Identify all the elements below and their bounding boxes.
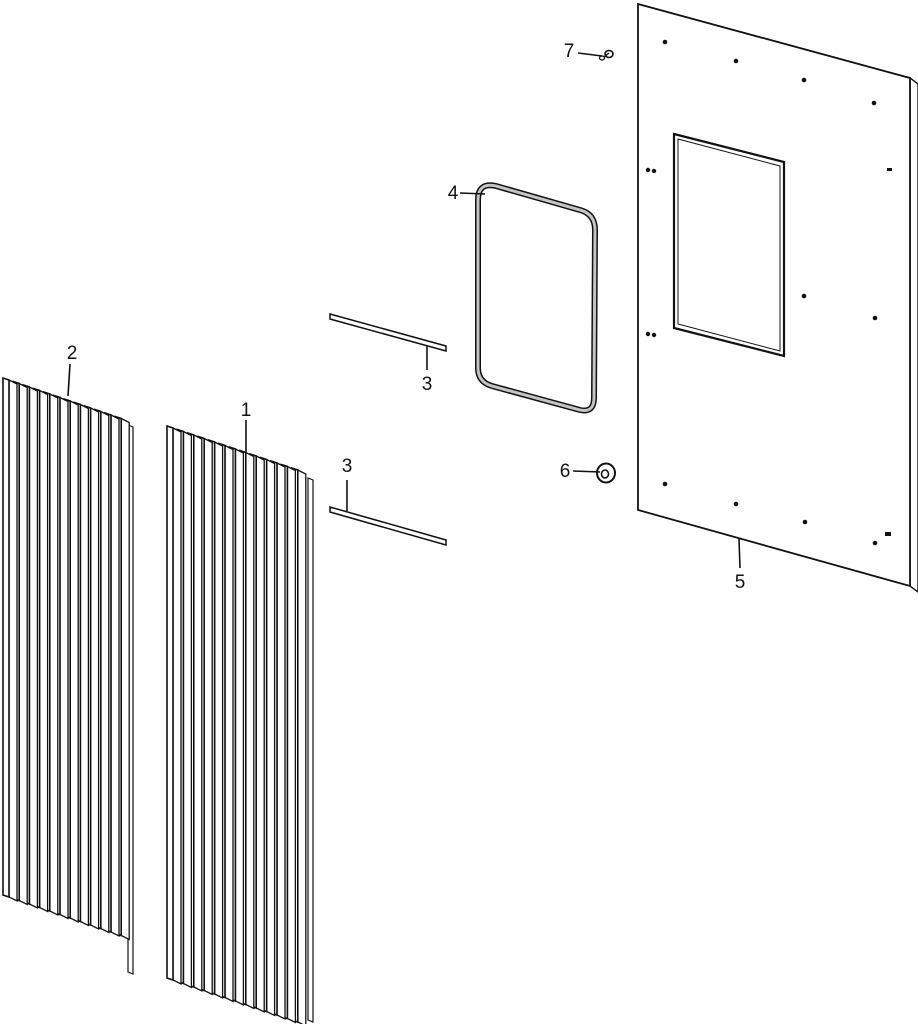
callout-label-7: 7 (564, 41, 575, 62)
back-panel-part-5 (637, 2, 918, 593)
louvre-slat (2, 376, 18, 903)
strip-part-3-lower (329, 506, 447, 546)
callout-label-1: 1 (241, 400, 252, 421)
washer-part-6 (596, 462, 616, 484)
callout-label-4: 4 (448, 183, 459, 204)
leader-line-4 (459, 192, 486, 195)
callout-label-3-upper: 3 (422, 374, 433, 395)
callout-label-5: 5 (735, 572, 746, 593)
louvre-panel-part-2 (2, 376, 134, 975)
callout-label-6: 6 (560, 461, 571, 482)
leader-line-2 (67, 363, 71, 397)
callouts: 1 2 3 3 4 5 6 7 (67, 41, 746, 593)
louvre-slat (166, 424, 182, 986)
louvre-panel-part-1 (166, 424, 314, 1024)
strip-part-3-upper (329, 313, 447, 352)
callout-label-3-lower: 3 (342, 456, 353, 477)
leader-line-6 (572, 470, 601, 473)
louvre-rail (307, 477, 314, 1023)
pin-part-7 (598, 49, 614, 61)
leader-line-5 (738, 538, 741, 569)
leader-line-7 (577, 52, 603, 57)
gasket-part-4 (475, 182, 599, 414)
callout-label-2: 2 (67, 343, 78, 364)
